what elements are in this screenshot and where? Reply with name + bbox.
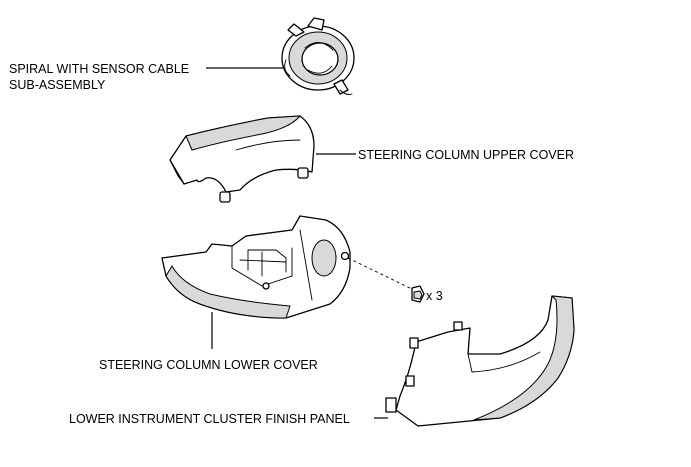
lower-cover-illustration <box>161 215 351 319</box>
spiral-cable-illustration <box>281 17 355 95</box>
screw-quantity-label: x 3 <box>426 289 443 303</box>
finish-panel-label: LOWER INSTRUMENT CLUSTER FINISH PANEL <box>69 412 350 426</box>
spiral-cable-label-line2: SUB-ASSEMBLY <box>9 78 106 92</box>
spiral-cable-label: SPIRAL WITH SENSOR CABLE <box>9 62 189 76</box>
finish-panel-illustration <box>385 295 575 427</box>
upper-cover-illustration <box>169 115 315 203</box>
screw-icon <box>411 285 425 303</box>
upper-cover-label: STEERING COLUMN UPPER COVER <box>358 148 574 162</box>
lower-cover-label: STEERING COLUMN LOWER COVER <box>99 358 318 372</box>
